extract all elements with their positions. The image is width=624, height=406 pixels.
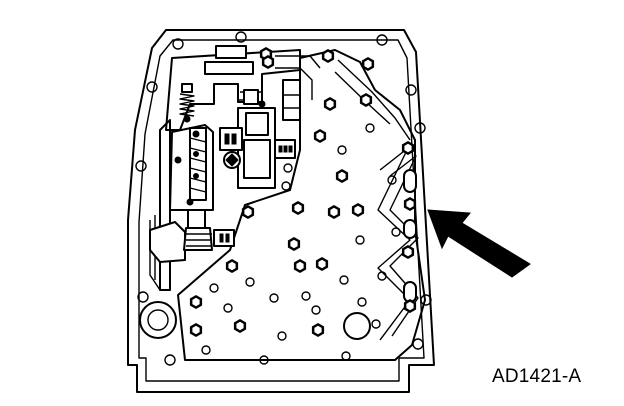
plate-hole bbox=[371, 319, 381, 329]
hex-bolt bbox=[233, 319, 247, 333]
hex-bolt bbox=[293, 259, 307, 273]
hex-bolt bbox=[403, 197, 417, 211]
housing-outline bbox=[127, 29, 435, 393]
plate-hole bbox=[357, 297, 367, 307]
plate-holes bbox=[201, 123, 401, 365]
plate-hole bbox=[259, 355, 269, 365]
hex-bolt bbox=[287, 237, 301, 251]
plate-hole bbox=[365, 123, 375, 133]
plate-hole bbox=[283, 163, 293, 173]
top-rail bbox=[204, 61, 254, 75]
spring-assembly bbox=[179, 83, 195, 123]
hex-bolt bbox=[189, 295, 203, 309]
valve-body-plate bbox=[177, 49, 426, 361]
top-bracket bbox=[215, 45, 247, 59]
hex-bolt bbox=[351, 203, 365, 217]
plate-hole bbox=[269, 293, 279, 303]
hex-bolt bbox=[291, 201, 305, 215]
plate-hole bbox=[245, 277, 255, 287]
plate-hole bbox=[201, 345, 211, 355]
plate-hole bbox=[337, 145, 347, 155]
hex-bolt bbox=[311, 323, 325, 337]
plate-hole bbox=[391, 227, 401, 237]
hex-bolts bbox=[189, 47, 417, 337]
plate-hole bbox=[341, 351, 351, 361]
hex-bolt bbox=[359, 93, 373, 107]
gasket-outline bbox=[138, 39, 425, 382]
round-features bbox=[139, 301, 371, 340]
figure-caption: AD1421-A bbox=[492, 366, 582, 387]
hex-bolt bbox=[225, 259, 239, 273]
plate-hole bbox=[223, 303, 233, 313]
hex-bolt bbox=[401, 245, 415, 259]
actuator-housing bbox=[219, 89, 296, 189]
plate-hole bbox=[301, 291, 311, 301]
housing-bolt-holes bbox=[135, 31, 432, 366]
hex-bolt bbox=[361, 57, 375, 71]
plate-hole bbox=[377, 271, 387, 281]
hex-bolt bbox=[189, 323, 203, 337]
hex-bolt bbox=[401, 141, 415, 155]
hex-bolt bbox=[327, 205, 341, 219]
plate-hole bbox=[387, 175, 397, 185]
left-rod bbox=[149, 119, 171, 291]
hex-bolt bbox=[335, 169, 349, 183]
plate-hole bbox=[311, 305, 321, 315]
plate-hole bbox=[281, 181, 291, 191]
hex-bolt bbox=[403, 299, 417, 313]
hex-bolt bbox=[313, 129, 327, 143]
upper-right-lines bbox=[275, 55, 411, 141]
hex-bolt bbox=[315, 257, 329, 271]
plate-hole bbox=[209, 283, 219, 293]
hex-bolt bbox=[241, 205, 255, 219]
indicator-arrow bbox=[427, 209, 531, 278]
lower-connector bbox=[149, 209, 235, 263]
hex-bolt bbox=[261, 55, 275, 69]
hex-bolt bbox=[323, 97, 337, 111]
solenoid-pack bbox=[169, 124, 214, 211]
plate-hole bbox=[355, 235, 365, 245]
hex-bolt bbox=[321, 49, 335, 63]
plate-hole bbox=[277, 331, 287, 341]
plate-hole bbox=[339, 275, 349, 285]
